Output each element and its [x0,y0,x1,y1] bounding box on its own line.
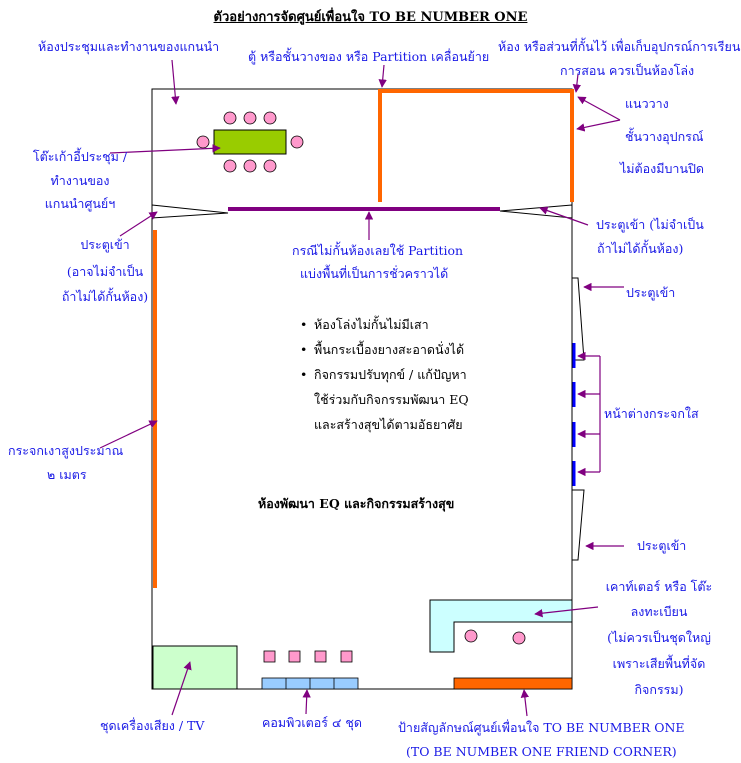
feature-item: •พื้นกระเบื้องยางสะอาดนั่งได้ [300,342,465,357]
sign-board [453,677,573,690]
chair [223,159,237,173]
label-table-2: ทำงานของ [50,173,110,188]
feature-cont-1: ใช้ร่วมกับกิจกรรมพัฒนา EQ [314,392,469,407]
chair [243,159,257,173]
room-name: ห้องพัฒนา EQ และกิจกรรมสร้างสุข [258,496,455,511]
computer-chair [263,650,276,663]
label-windows: หน้าต่างกระจกใส [604,406,699,421]
label-table-3: แกนนำศูนย์ฯ [44,196,116,211]
label-door-left-3: ถ้าไม่ได้กั้นห้อง) [61,289,149,304]
label-leader-room: ห้องประชุมและทำงานของแกนนำ [38,39,220,54]
label-no-partition-1: กรณีไม่กั้นห้องเลยใช้ Partition [292,243,464,258]
audio-tv-set [152,645,238,690]
chair [196,135,210,149]
label-partition: ตู้ หรือชั้นวางของ หรือ Partition เคลื่อ… [248,49,490,64]
label-counter-2: ลงทะเบียน [630,604,688,619]
label-audio-tv: ชุดเครื่องเสียง / TV [100,718,205,733]
computer-chair [340,650,353,663]
feature-item: •กิจกรรมปรับทุกข์ / แก้ปัญหา [300,367,467,382]
chair [290,135,304,149]
label-counter-5: กิจกรรม) [634,682,684,697]
label-sign-1: ป้ายสัญลักษณ์ศูนย์เพื่อนใจ TO BE NUMBER … [398,720,685,735]
label-shelf-2: ชั้นวางอุปกรณ์ [625,129,704,144]
label-shelf-3: ไม่ต้องมีบานปิด [620,161,705,176]
label-sign-2: (TO BE NUMBER ONE FRIEND CORNER) [406,744,677,759]
chair [512,631,526,645]
label-door-top-right-1: ประตูเข้า (ไม่จำเป็น [596,217,704,232]
label-door-left-1: ประตูเข้า [80,237,130,252]
label-counter-4: เพราะเสียพื้นที่จัด [612,656,706,671]
computer-chair [314,650,327,663]
label-mirror-1: กระจกเงาสูงประมาณ [8,443,124,458]
label-computers: คอมพิวเตอร์ ๔ ชุด [262,715,362,730]
label-door-right-mid: ประตูเข้า [626,285,676,300]
label-mirror-2: ๒ เมตร [47,467,87,482]
label-door-right-bottom: ประตูเข้า [637,538,687,553]
chair [464,629,478,643]
computer-chair [288,650,301,663]
label-storage-room-1: ห้อง หรือส่วนที่กั้นไว้ เพื่อเก็บอุปกรณ์… [498,39,741,54]
storage-room-wall [380,89,574,202]
annotation-arrows [99,59,624,717]
label-shelf-1: แนววาง [625,96,669,111]
room-outline [151,88,573,690]
label-door-top-right-2: ถ้าไม่ได้กั้นห้อง) [597,241,684,256]
feature-cont-2: และสร้างสุขได้ตามอัธยาศัย [314,417,463,432]
door-right-bottom [571,489,585,561]
label-counter-1: เคาท์เตอร์ หรือ โต๊ะ [605,579,713,594]
chair [243,111,257,125]
page-title: ตัวอย่างการจัดศูนย์เพื่อนใจ TO BE NUMBER… [213,10,528,25]
label-no-partition-2: แบ่งพื้นที่เป็นการชั่วคราวได้ [300,266,449,281]
feature-list: •ห้องโล่งไม่กั้นไม่มีเสา •พื้นกระเบื้องย… [300,312,469,437]
counter [429,599,573,653]
label-door-left-2: (อาจไม่จำเป็น [66,264,144,279]
label-counter-3: (ไม่ควรเป็นชุดใหญ่ [607,630,711,645]
label-storage-room-2: การสอน ควรเป็นห้องโล่ง [560,63,695,78]
meeting-table [213,129,287,155]
label-table-1: โต๊ะเก้าอี้ประชุม / [32,149,128,164]
chair [263,159,277,173]
chair [263,111,277,125]
door-top-right [499,204,573,219]
chair [223,111,237,125]
door-top-left [151,204,229,219]
feature-item: •ห้องโล่งไม่กั้นไม่มีเสา [300,317,429,332]
